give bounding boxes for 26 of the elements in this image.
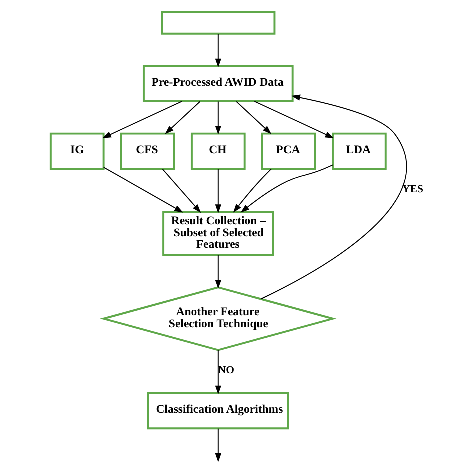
arrow: [236, 101, 272, 134]
node-box: Pre-Processed AWID Data: [142, 65, 294, 102]
arrow: [162, 168, 201, 214]
arrow: [214, 428, 221, 462]
arrow: [214, 254, 221, 290]
edge-label: YES: [402, 183, 423, 196]
arrow: [214, 34, 221, 68]
arrow: [214, 168, 221, 214]
arrow: [260, 94, 407, 300]
arrow: [164, 101, 200, 134]
arrow: [214, 101, 221, 135]
arrow: [232, 168, 272, 213]
node-box: Classification Algorithms: [146, 392, 289, 430]
arrow: [102, 101, 182, 139]
arrow: [254, 101, 334, 139]
node-box: PCA: [261, 132, 316, 170]
arrow: [102, 167, 183, 213]
arrow: [214, 350, 221, 395]
node-diamond: Another Feature Selection Technique: [100, 286, 336, 352]
node-box: LDA: [332, 132, 386, 170]
node-box: IG: [49, 132, 104, 170]
node-box: [160, 11, 276, 35]
node-box: CFS: [120, 132, 175, 170]
node-box: Result Collection – Subset of Selected Features: [162, 211, 274, 256]
node-box: CH: [190, 132, 246, 170]
arrow: [240, 164, 333, 213]
